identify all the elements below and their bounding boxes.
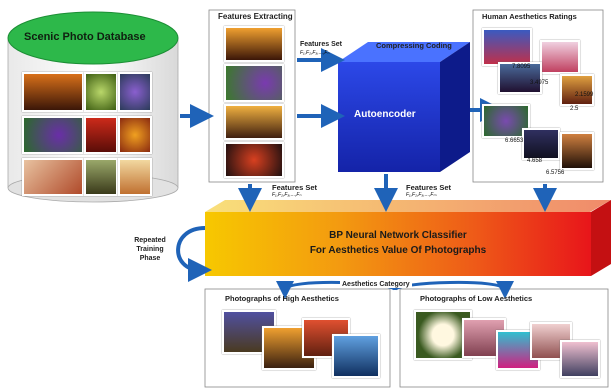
- autoencoder-title: Autoencoder: [354, 109, 416, 120]
- training-line3: Phase: [139, 255, 161, 262]
- db-photo: [118, 72, 152, 112]
- db-photo: [84, 116, 118, 154]
- rating-photo: [560, 74, 594, 106]
- ratings-title: Human Aesthetics Ratings: [482, 12, 577, 21]
- features-extracting-title: Features Extracting: [218, 12, 293, 21]
- autoencoder-cube: [338, 42, 470, 172]
- low-photo: [560, 340, 600, 378]
- db-photo: [84, 72, 118, 112]
- feature-photo: [224, 26, 284, 62]
- loop-arrow-icon: [176, 226, 212, 282]
- features-set-right-formula: F₁,F₂,F₃,...,Fₘ: [406, 192, 437, 198]
- rating-photo: [498, 62, 542, 94]
- database-title: Scenic Photo Database: [24, 31, 146, 43]
- classifier-line1: BP Neural Network Classifier: [329, 230, 467, 241]
- rating-value: 3.4975: [530, 80, 549, 86]
- training-label: Repeated Training Phase: [128, 236, 172, 263]
- compressing-title: Compressing Coding: [376, 41, 452, 50]
- category-title: Aesthetics Category: [340, 281, 412, 288]
- db-photo: [118, 116, 152, 154]
- features-set-right-title: Features Set: [406, 183, 452, 192]
- feature-photo: [224, 104, 284, 140]
- high-title: Photographs of High Aesthetics: [225, 294, 339, 303]
- rating-value: 2.1599: [575, 92, 594, 98]
- training-line1: Repeated: [134, 237, 166, 244]
- features-set-left-title: Features Set: [272, 183, 318, 192]
- db-photo: [22, 116, 84, 154]
- db-photo: [118, 158, 152, 196]
- low-title: Photographs of Low Aesthetics: [420, 294, 533, 303]
- features-set-left-formula: F₁,F₂,F₃,...,Fₙ: [272, 192, 302, 198]
- rating-value: 7.8095: [512, 64, 531, 70]
- db-photo: [22, 72, 84, 112]
- classifier-bar: [205, 200, 611, 276]
- high-photo: [332, 334, 380, 378]
- feature-photo: [224, 142, 284, 178]
- rating-photo: [540, 40, 580, 74]
- rating-value: 4.658: [527, 158, 543, 164]
- rating-photo: [482, 28, 532, 66]
- rating-photo: [560, 132, 594, 170]
- db-photo: [84, 158, 118, 196]
- rating-value: 2.5: [570, 106, 579, 112]
- features-set-top-formula: F₁,F₂,F₃,...,Fₙ: [300, 50, 330, 56]
- rating-value: 6.6653: [505, 138, 524, 144]
- rating-value: 6.5756: [546, 170, 565, 176]
- classifier-line2: For Aesthetics Value Of Photographs: [309, 245, 487, 256]
- features-set-top-title: Features Set: [300, 41, 343, 48]
- db-photo: [22, 158, 84, 196]
- training-line2: Training: [136, 246, 164, 253]
- rating-photo: [522, 128, 560, 160]
- feature-photo: [224, 64, 284, 102]
